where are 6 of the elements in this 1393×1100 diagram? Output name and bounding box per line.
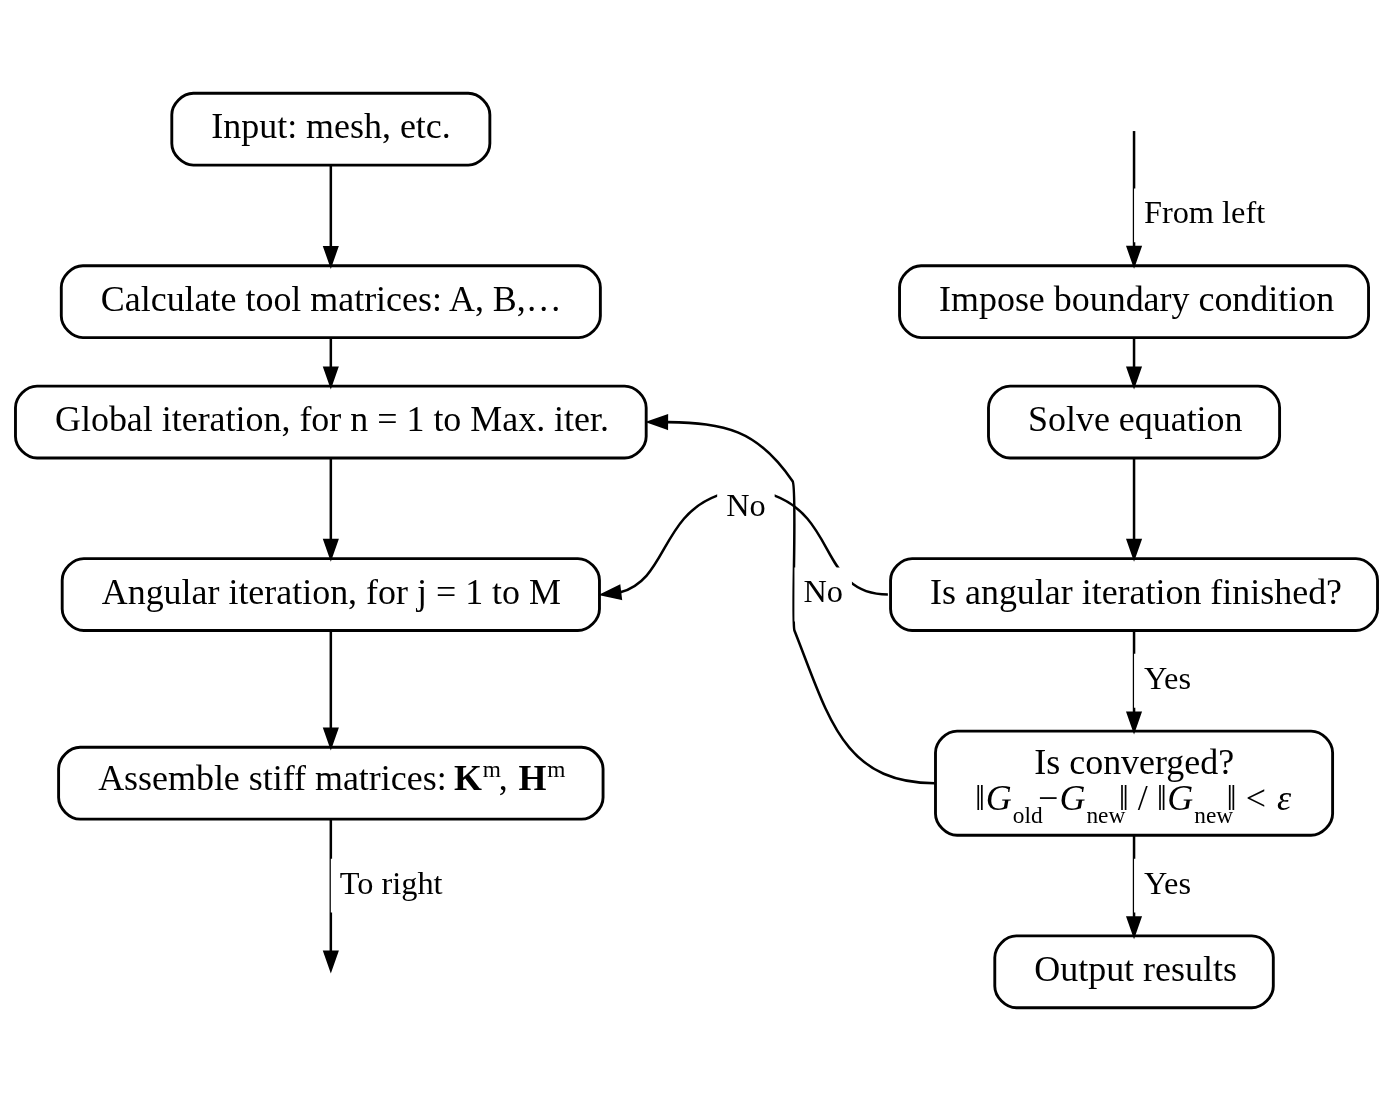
edge-label: To right [339, 864, 443, 901]
edge-label: Yes [1143, 864, 1191, 901]
edge-label: No [726, 486, 766, 523]
edge-label: Yes [1143, 659, 1191, 696]
edge-label: No [803, 572, 843, 609]
edge-label: From left [1143, 193, 1266, 230]
